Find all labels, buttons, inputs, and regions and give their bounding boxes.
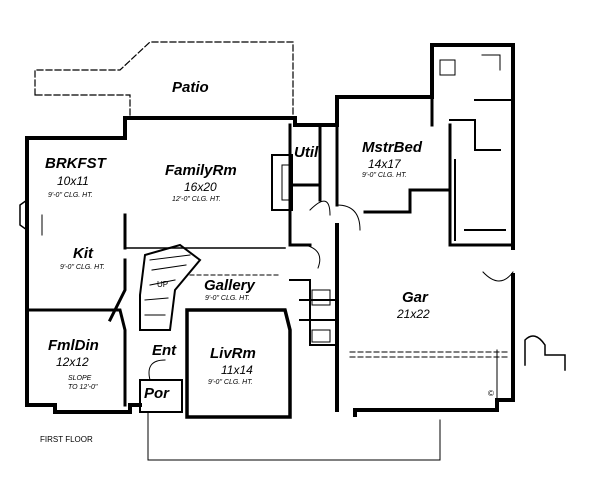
stair-up-label: UP	[157, 280, 169, 289]
room-label-por: Por	[144, 385, 170, 402]
room-ceiling-kit: 9'-0" CLG. HT.	[60, 264, 105, 271]
room-label-fmldin: FmlDin	[48, 337, 99, 354]
livrm-walls	[185, 308, 292, 419]
copyright-mark: ©	[488, 389, 494, 398]
room-label-patio: Patio	[172, 79, 209, 96]
hall-walls	[289, 279, 338, 346]
room-label-familyrm: FamilyRm	[165, 162, 237, 179]
room-label-kit: Kit	[73, 245, 93, 262]
room-dims-livrm: 11x14	[221, 363, 253, 377]
room-ceiling-mstrbed: 9'-0" CLG. HT.	[362, 172, 407, 179]
exterior-wall-east	[353, 273, 515, 417]
room-label-brkfst: BRKFST	[45, 155, 106, 172]
room-dims-brkfst: 10x11	[57, 174, 89, 188]
door-swing-3	[304, 244, 321, 269]
fmldin-walls	[25, 308, 127, 407]
room-dims-mstrbed: 14x17	[368, 157, 401, 171]
porch	[139, 379, 183, 413]
room-slope-line2: TO 12'-0"	[68, 384, 98, 391]
room-dims-familyrm: 16x20	[184, 180, 217, 194]
porch-outer	[147, 411, 441, 461]
patio-outline	[34, 41, 294, 116]
room-ceiling-livrm: 9'-0" CLG. HT.	[208, 379, 253, 386]
room-ceiling-brkfst: 9'-0" CLG. HT.	[48, 192, 93, 199]
floor-label: FIRST FLOOR	[40, 435, 93, 444]
room-label-mstrbed: MstrBed	[362, 139, 423, 156]
room-label-util: Util	[294, 144, 319, 161]
room-slope-line1: SLOPE	[68, 375, 92, 382]
kitchen-wall	[107, 213, 127, 323]
mstrbed-wall	[335, 95, 515, 247]
room-label-livrm: LivRm	[210, 345, 256, 362]
stair	[139, 243, 202, 331]
room-label-gar: Gar	[402, 289, 428, 306]
door-swing-ent	[148, 359, 166, 381]
room-dims-gar: 21x22	[397, 307, 430, 321]
room-dims-fmldin: 12x12	[56, 355, 89, 369]
door-swing-2	[336, 204, 361, 231]
closet-walls	[449, 99, 514, 241]
door-swing-gar	[482, 271, 514, 282]
door-swing-1	[309, 200, 331, 216]
room-ceiling-familyrm: 12'-0" CLG. HT.	[172, 196, 221, 203]
util-walls	[288, 123, 322, 247]
room-label-gallery: Gallery	[204, 277, 255, 294]
west-bay	[19, 198, 29, 232]
room-label-ent: Ent	[152, 342, 177, 359]
stoop	[524, 335, 566, 371]
room-ceiling-gallery: 9'-0" CLG. HT.	[205, 295, 250, 302]
